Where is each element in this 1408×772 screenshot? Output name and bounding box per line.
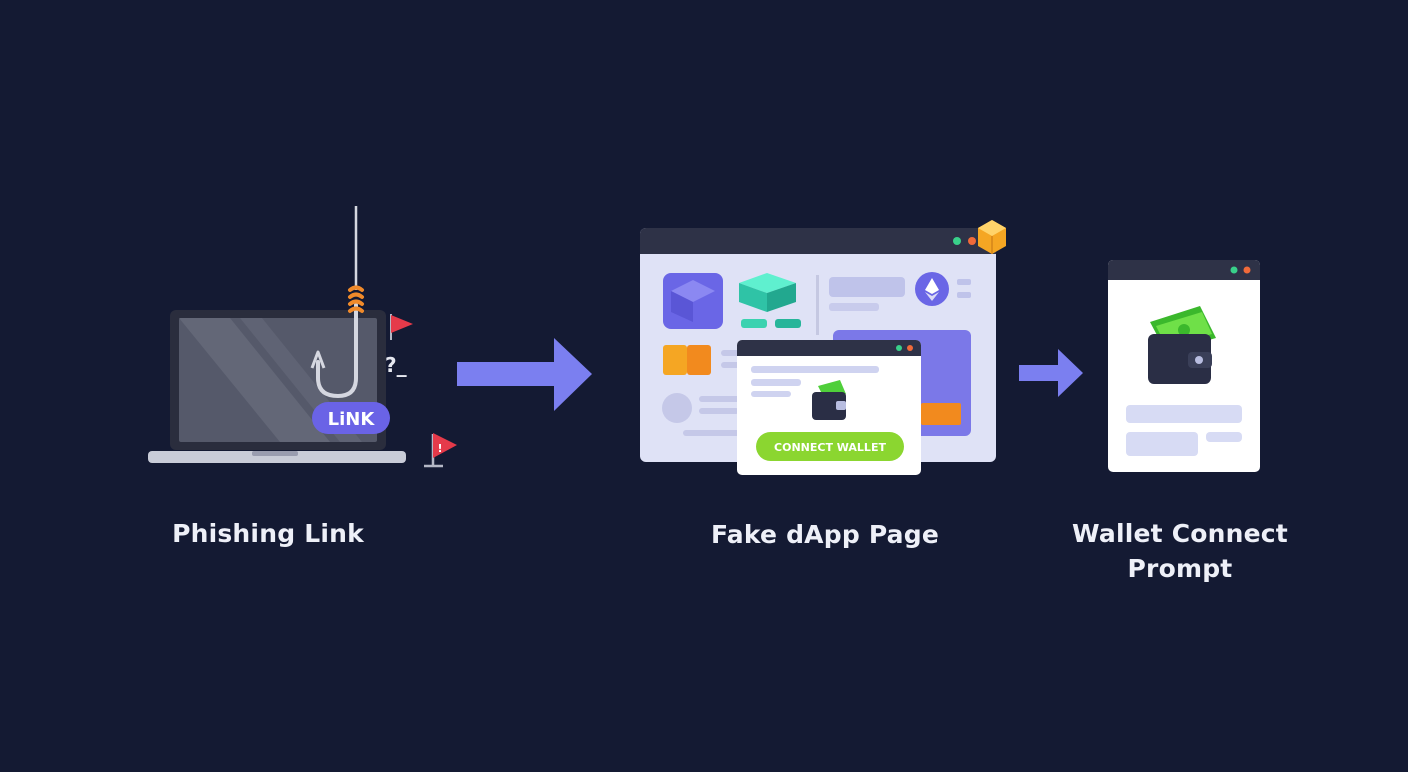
ethereum-icon (915, 272, 949, 306)
red-flag-icon (390, 314, 413, 340)
question-glyph: ?_ (385, 353, 407, 377)
warning-flag-icon: ! (424, 433, 457, 468)
hook-knot-icon (348, 285, 364, 313)
connect-wallet-popup: CONNECT WALLET (737, 340, 921, 475)
connect-wallet-label: CONNECT WALLET (774, 441, 886, 454)
link-badge: LiNK (312, 402, 390, 434)
flow-arrow-2 (1019, 349, 1083, 397)
step-caption-wallet-connect-prompt: Wallet Connect Prompt (1072, 519, 1288, 583)
laptop-icon (148, 310, 406, 463)
purple-cube-icon (663, 273, 723, 329)
wallet-with-cash-icon (1148, 306, 1216, 384)
wallet-prompt-window (1108, 260, 1260, 472)
flow-arrow-1 (457, 338, 592, 411)
step-caption-fake-dapp-page: Fake dApp Page (710, 520, 939, 549)
connect-wallet-button[interactable]: CONNECT WALLET (756, 432, 904, 461)
step-caption-phishing-link: Phishing Link (172, 519, 364, 548)
cube-badge-icon (978, 220, 1006, 254)
link-badge-label: LiNK (328, 409, 376, 430)
fishing-hook-icon (310, 206, 364, 399)
small-wallet-icon (812, 380, 846, 420)
teal-cube-icon (739, 273, 801, 328)
svg-text:!: ! (437, 442, 442, 455)
